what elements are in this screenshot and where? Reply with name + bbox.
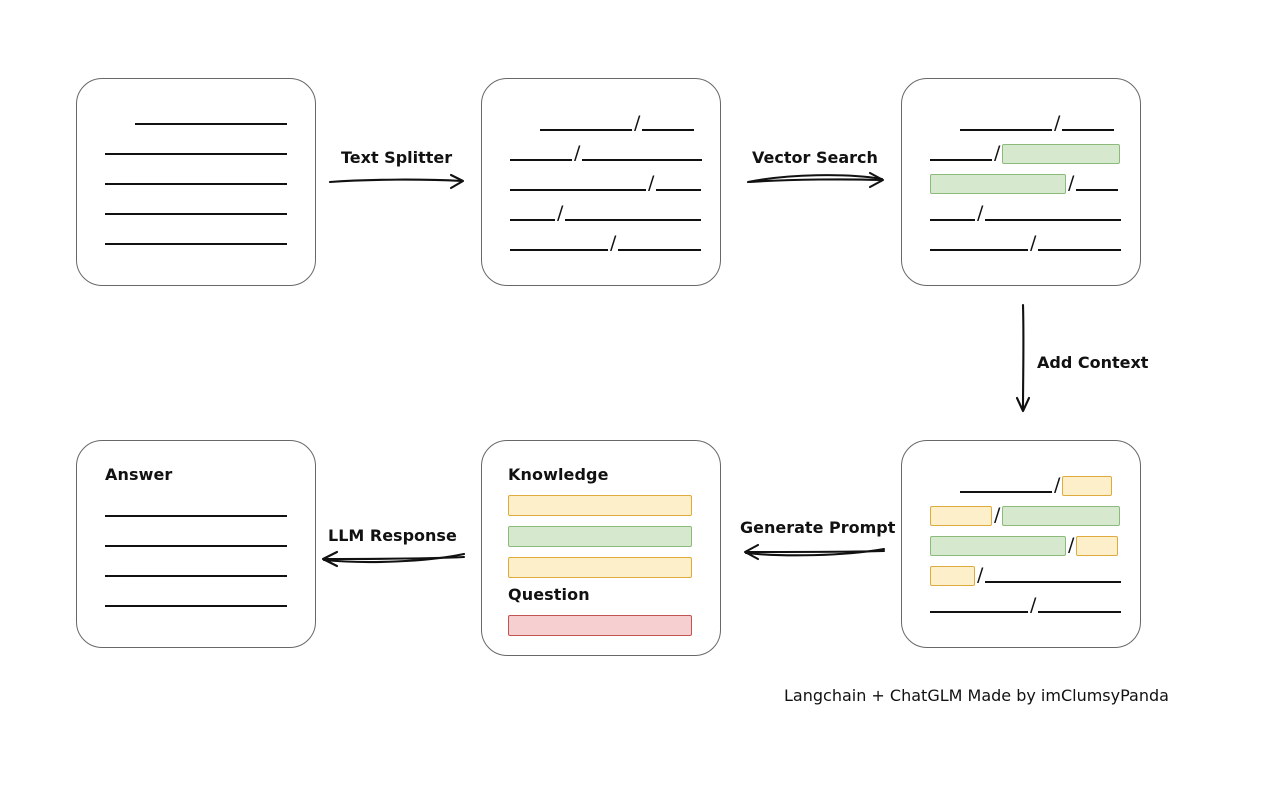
chunk-row: / [930, 233, 1135, 255]
text-splitter-label: Text Splitter [341, 148, 453, 167]
chunk-row: / [930, 203, 1135, 225]
question-label: Question [508, 585, 590, 604]
chunk-separator: / [634, 111, 641, 134]
context-chunk-highlight [1062, 476, 1113, 496]
answer-line [105, 515, 287, 517]
chunk-segment [540, 129, 632, 131]
vector-search-label: Vector Search [752, 148, 878, 167]
chunk-separator: / [994, 503, 1001, 526]
chunk-segment [1076, 189, 1119, 191]
chunk-row: / [930, 505, 1135, 527]
chunk-segment [930, 219, 975, 221]
chunk-segment [985, 219, 1122, 221]
matched-chunk-highlight [1002, 506, 1121, 526]
chunk-row: / [960, 113, 1135, 135]
text-splitter-arrow [328, 173, 465, 190]
context-chunk-highlight [930, 566, 975, 586]
chunk-row: / [510, 203, 715, 225]
source-document-box[interactable] [76, 78, 316, 286]
chunk-segment [1062, 129, 1115, 131]
chunk-separator: / [1068, 171, 1075, 194]
split-document-box[interactable]: / / / / / [481, 78, 721, 286]
chunk-segment [510, 189, 646, 191]
add-context-label: Add Context [1037, 353, 1149, 372]
knowledge-bar [508, 495, 692, 516]
chunk-row: / [930, 173, 1135, 195]
llm-response-label: LLM Response [328, 526, 457, 545]
answer-box[interactable]: Answer [76, 440, 316, 648]
chunk-segment [510, 159, 572, 161]
add-context-arrow [1015, 303, 1031, 413]
document-line [135, 123, 287, 125]
answer-line [105, 575, 287, 577]
chunk-separator: / [1054, 473, 1061, 496]
chunk-segment [618, 249, 702, 251]
vector-search-arrow [746, 171, 885, 189]
chunk-segment [510, 249, 608, 251]
chunk-segment [930, 611, 1028, 613]
chunk-separator: / [1054, 111, 1061, 134]
document-line [105, 153, 287, 155]
chunk-row: / [930, 595, 1135, 617]
answer-label: Answer [105, 465, 173, 484]
chunk-segment [582, 159, 703, 161]
chunk-segment [656, 189, 702, 191]
document-line [105, 243, 287, 245]
chunk-separator: / [1030, 231, 1037, 254]
knowledge-bar [508, 557, 692, 578]
footer-credit: Langchain + ChatGLM Made by imClumsyPand… [784, 686, 1169, 705]
question-bar [508, 615, 692, 636]
answer-line [105, 545, 287, 547]
context-chunk-highlight [1076, 536, 1119, 556]
chunk-separator: / [1030, 593, 1037, 616]
chunk-segment [1038, 611, 1122, 613]
chunk-segment [1038, 249, 1122, 251]
chunk-segment [642, 129, 695, 131]
chunk-row: / [510, 143, 715, 165]
knowledge-label: Knowledge [508, 465, 609, 484]
context-document-box[interactable]: / / / / / [901, 440, 1141, 648]
generate-prompt-label: Generate Prompt [740, 518, 896, 537]
chunk-segment [565, 219, 702, 221]
matched-chunk-highlight [930, 536, 1066, 556]
generate-prompt-arrow [743, 543, 886, 561]
chunk-row: / [960, 475, 1135, 497]
chunk-separator: / [557, 201, 564, 224]
chunk-separator: / [994, 141, 1001, 164]
context-chunk-highlight [930, 506, 992, 526]
chunk-segment [510, 219, 555, 221]
chunk-segment [985, 581, 1122, 583]
document-line [105, 213, 287, 215]
chunk-segment [960, 491, 1052, 493]
chunk-row: / [930, 143, 1135, 165]
chunk-separator: / [977, 201, 984, 224]
chunk-row: / [540, 113, 715, 135]
chunk-row: / [930, 565, 1135, 587]
chunk-segment [930, 249, 1028, 251]
vector-results-box[interactable]: / / / / / [901, 78, 1141, 286]
chunk-segment [960, 129, 1052, 131]
chunk-separator: / [1068, 533, 1075, 556]
llm-response-arrow [321, 550, 466, 568]
chunk-row: / [930, 535, 1135, 557]
chunk-row: / [510, 173, 715, 195]
answer-line [105, 605, 287, 607]
matched-chunk-highlight [930, 174, 1066, 194]
matched-chunk-highlight [1002, 144, 1121, 164]
chunk-separator: / [610, 231, 617, 254]
knowledge-bar [508, 526, 692, 547]
generated-prompt-box[interactable]: Knowledge Question [481, 440, 721, 656]
chunk-row: / [510, 233, 715, 255]
document-line [105, 183, 287, 185]
chunk-segment [930, 159, 992, 161]
chunk-separator: / [977, 563, 984, 586]
chunk-separator: / [648, 171, 655, 194]
chunk-separator: / [574, 141, 581, 164]
